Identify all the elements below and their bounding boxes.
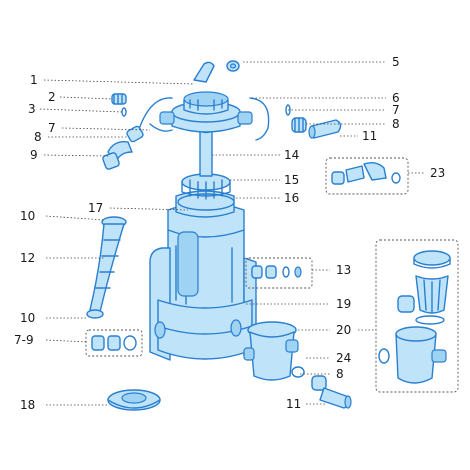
- callout-24: 24: [336, 351, 351, 365]
- hose: [86, 216, 127, 319]
- strainer-pot: [243, 321, 299, 381]
- callout-6: 6: [392, 91, 400, 105]
- callout-7-right: 7: [392, 103, 400, 117]
- lower-fittings: [291, 366, 352, 409]
- callout-7-left: 7: [48, 121, 56, 135]
- callout-13: 13: [336, 263, 351, 277]
- callout-10-upper: 10: [20, 209, 35, 223]
- pump-strainer-exploded: [375, 239, 459, 393]
- callout-17: 17: [88, 201, 103, 215]
- callout-12: 12: [20, 251, 35, 265]
- elbow-fitting-left: [102, 125, 144, 170]
- callout-9: 9: [30, 148, 38, 162]
- callout-8-lower: 8: [336, 367, 344, 381]
- callout-5: 5: [392, 55, 400, 69]
- callout-labels: 1 2 3 4 5 6 7 7 8 9 8 11 14 15 16 17 10 …: [14, 55, 445, 412]
- callout-11-upper: 11: [362, 129, 377, 143]
- callout-10-lower: 10: [20, 311, 35, 325]
- leader-lines: [39, 61, 424, 406]
- callout-8-left: 8: [34, 130, 42, 144]
- callout-15: 15: [284, 173, 299, 187]
- callout-14: 14: [284, 148, 299, 162]
- drain-kit: [245, 257, 313, 289]
- filter-head: [177, 173, 235, 211]
- base-plate: [107, 389, 161, 411]
- center-pipe: [199, 126, 213, 177]
- multiport-valve: [159, 61, 253, 133]
- callout-20: 20: [336, 323, 351, 337]
- callout-11-lower: 11: [286, 397, 301, 411]
- callout-23: 23: [430, 166, 445, 180]
- callout-19: 19: [336, 297, 351, 311]
- callout-7-9: 7-9: [14, 333, 34, 347]
- callout-3: 3: [28, 102, 36, 116]
- callout-2: 2: [48, 90, 56, 104]
- callout-1: 1: [30, 73, 38, 87]
- inlet-kit: [325, 157, 409, 195]
- pressure-cap: [226, 60, 240, 72]
- callout-8-right: 8: [392, 117, 400, 131]
- small-fittings: [111, 93, 291, 117]
- tank-body: [149, 190, 257, 361]
- callout-16: 16: [284, 191, 299, 205]
- callout-18: 18: [20, 398, 35, 412]
- hose-fitting-right: [291, 117, 342, 139]
- fitting-kit-left: [85, 329, 143, 357]
- clamp-ring: [137, 97, 270, 141]
